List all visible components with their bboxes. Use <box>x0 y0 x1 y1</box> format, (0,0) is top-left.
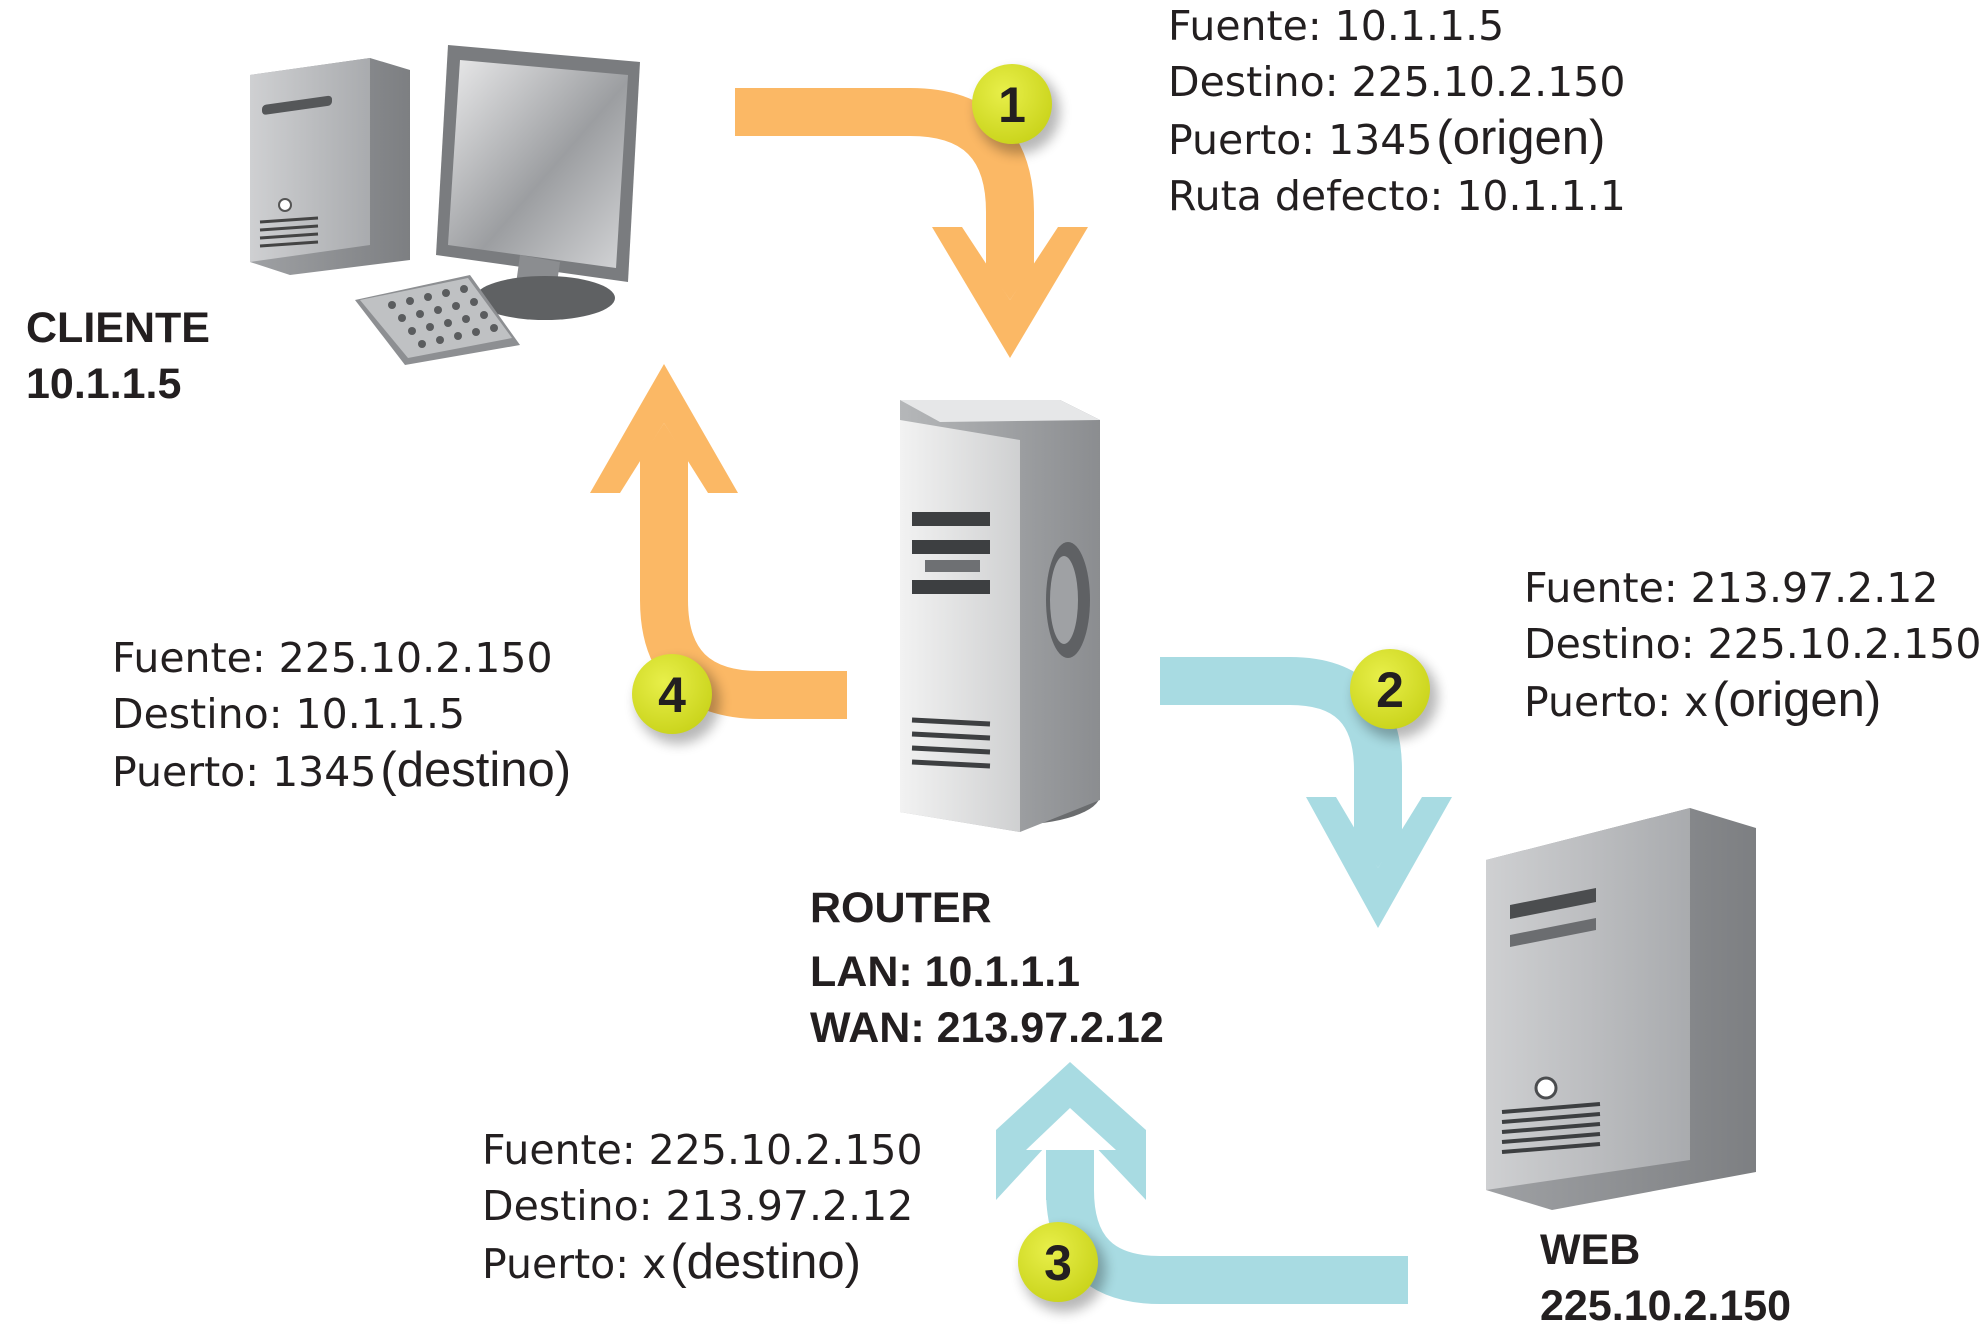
step-4-number: 4 <box>658 667 686 723</box>
step-badge-1: 1 <box>972 64 1060 154</box>
step-badge-2: 2 <box>1350 649 1438 739</box>
step-2-packet-info: Fuente: 213.97.2.12 Destino: 225.10.2.15… <box>1524 560 1980 730</box>
web-server-icon <box>1486 808 1756 1210</box>
step-1-destination: Destino: 225.10.2.150 <box>1168 58 1626 106</box>
step-2-source: Fuente: 213.97.2.12 <box>1524 564 1939 612</box>
step-4-source: Fuente: 225.10.2.150 <box>112 634 553 682</box>
web-name: WEB <box>1540 1226 1641 1274</box>
client-name: CLIENTE <box>26 304 210 352</box>
step-3-source: Fuente: 225.10.2.150 <box>482 1126 923 1174</box>
step-1-number: 1 <box>998 77 1026 133</box>
step-2-destination: Destino: 225.10.2.150 <box>1524 620 1980 668</box>
router-name: ROUTER <box>810 884 992 932</box>
step-3-port-note: (destino) <box>670 1235 861 1289</box>
step-2-port-note: (origen) <box>1712 673 1882 727</box>
router-icon <box>900 400 1100 832</box>
client-ip: 10.1.1.5 <box>26 360 182 408</box>
step-3-port: Puerto: x(destino) <box>482 1235 861 1289</box>
step-1-port: Puerto: 1345(origen) <box>1168 111 1606 165</box>
step-4-destination: Destino: 10.1.1.5 <box>112 690 466 738</box>
step-1-default-route: Ruta defecto: 10.1.1.1 <box>1168 172 1626 220</box>
web-label: WEB 225.10.2.150 <box>1540 1222 1791 1334</box>
step-badge-4: 4 <box>632 654 720 744</box>
router-lan: LAN: 10.1.1.1 <box>810 948 1081 996</box>
step-4-port-note: (destino) <box>380 743 572 797</box>
step-3-number: 3 <box>1044 1235 1072 1291</box>
step-1-packet-info: Fuente: 10.1.1.5 Destino: 225.10.2.150 P… <box>1168 0 1626 224</box>
step-4-packet-info: Fuente: 225.10.2.150 Destino: 10.1.1.5 P… <box>112 630 571 800</box>
step-1-port-note: (origen) <box>1436 111 1606 165</box>
step-badge-3: 3 <box>1018 1222 1106 1312</box>
step-3-packet-info: Fuente: 225.10.2.150 Destino: 213.97.2.1… <box>482 1122 923 1292</box>
step-1-source: Fuente: 10.1.1.5 <box>1168 2 1505 50</box>
arrow-step-4 <box>590 364 847 719</box>
step-3-destination: Destino: 213.97.2.12 <box>482 1182 914 1230</box>
step-2-port: Puerto: x(origen) <box>1524 673 1882 727</box>
router-label: ROUTER LAN: 10.1.1.1 WAN: 213.97.2.12 <box>810 876 1164 1060</box>
web-ip: 225.10.2.150 <box>1540 1282 1792 1330</box>
step-4-port: Puerto: 1345(destino) <box>112 743 572 797</box>
client-label: CLIENTE 10.1.1.5 <box>26 300 210 412</box>
router-wan: WAN: 213.97.2.12 <box>810 1004 1164 1052</box>
client-computer-icon <box>250 45 640 365</box>
step-2-number: 2 <box>1376 662 1404 718</box>
